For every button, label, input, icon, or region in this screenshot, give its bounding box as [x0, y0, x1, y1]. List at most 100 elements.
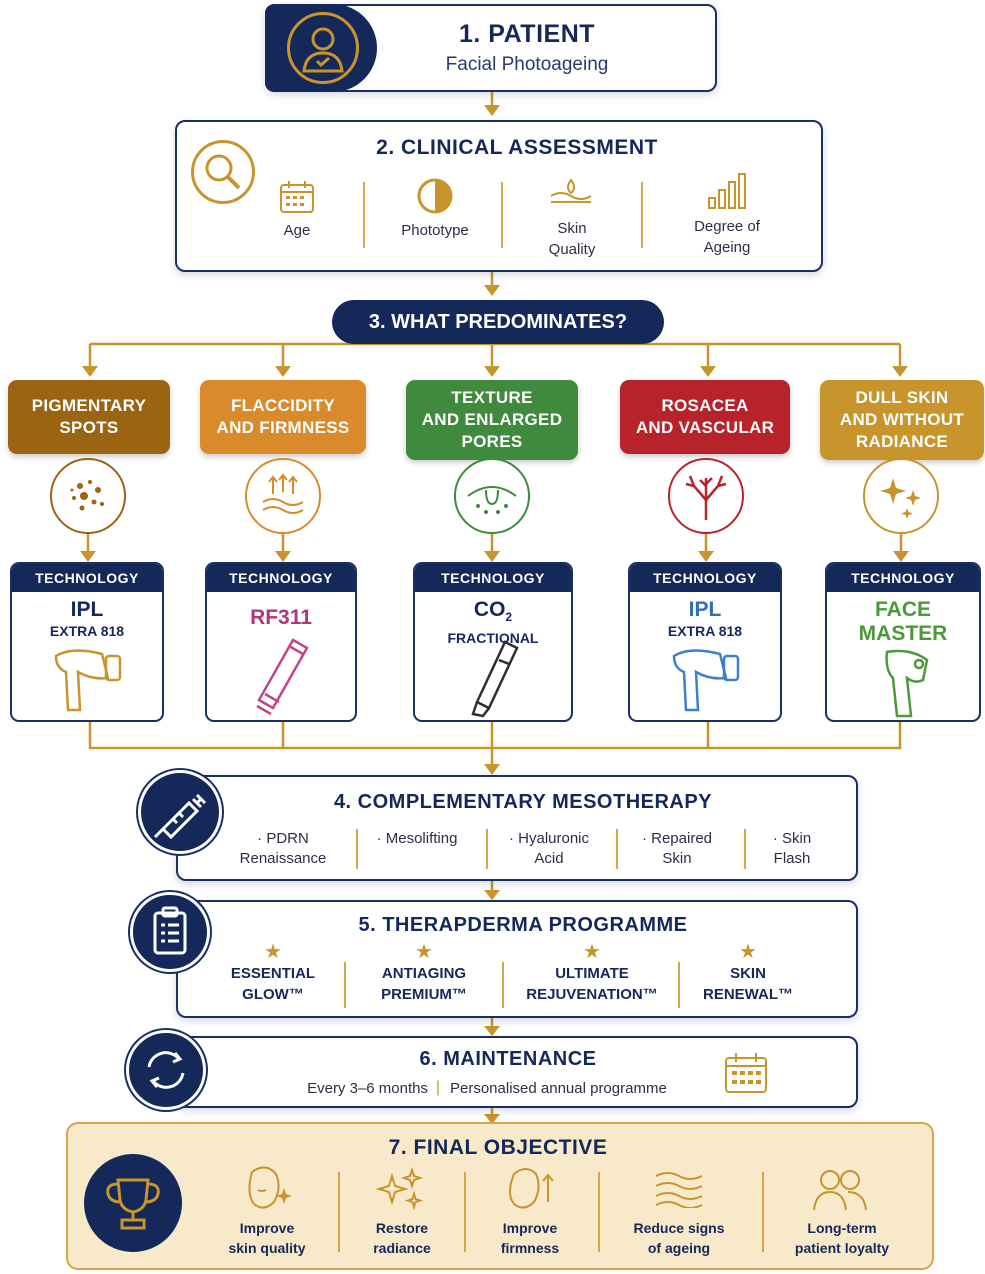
tech-sub: MASTER	[858, 622, 948, 645]
calendar-icon	[724, 1052, 768, 1099]
degree-line1: Degree of	[694, 218, 760, 235]
obj-line: Restore	[375, 1220, 429, 1236]
divider	[338, 1172, 340, 1252]
meso-line: · Skin	[772, 830, 812, 847]
tech-name: CO2	[415, 598, 571, 629]
skin-quality-label: Skin Quality	[527, 218, 617, 260]
prog-line: ULTIMATE	[555, 965, 629, 982]
cat-line: ROSACEA	[661, 396, 749, 415]
divider	[464, 1172, 466, 1252]
meso-item: · Mesolifting	[362, 829, 472, 849]
degree-line2: Ageing	[703, 239, 751, 256]
step1-patient-box: 1. PATIENT Facial Photoageing	[265, 4, 717, 92]
tech-co2: TECHNOLOGY CO2 FRACTIONAL	[413, 562, 573, 722]
cat-line: RADIANCE	[855, 432, 949, 451]
skin-quality-line2: Quality	[548, 241, 596, 258]
star-icon: ★	[415, 941, 433, 963]
tech-sub: EXTRA 818	[667, 623, 743, 639]
objective-item: Restore radiance	[352, 1218, 452, 1258]
step7-title: 7. FINAL OBJECTIVE	[388, 1136, 608, 1159]
tech-name: FACE	[874, 598, 931, 621]
divider	[356, 829, 358, 869]
cat-line: AND VASCULAR	[635, 418, 775, 437]
trophy-icon	[84, 1154, 182, 1252]
maintenance-separator: |	[435, 1079, 441, 1096]
pore-icon	[454, 458, 530, 534]
divider	[486, 829, 488, 869]
meso-line: Skin	[662, 850, 692, 867]
obj-line: radiance	[373, 1240, 431, 1256]
meso-line: Renaissance	[239, 850, 327, 867]
skin-quality-line1: Skin	[557, 220, 587, 237]
divider	[744, 829, 746, 869]
objective-item: Improve firmness	[478, 1218, 582, 1258]
obj-line: firmness	[500, 1240, 560, 1256]
obj-line: patient loyalty	[794, 1240, 890, 1256]
tech-name: IPL	[70, 598, 104, 621]
divider	[762, 1172, 764, 1252]
tech-rf311: TECHNOLOGY RF311	[205, 562, 357, 722]
obj-line: Improve	[239, 1220, 295, 1236]
phototype-label: Phototype	[401, 222, 469, 239]
co-text: CO	[473, 598, 506, 621]
cat-line: AND FIRMNESS	[216, 418, 350, 437]
prog-line: REJUVENATION™	[526, 986, 658, 1003]
cat-line: AND ENLARGED	[421, 410, 563, 429]
step3-pill: 3. WHAT PREDOMINATES?	[332, 300, 664, 344]
meso-line: Acid	[534, 850, 564, 867]
obj-line: Long-term	[807, 1220, 877, 1236]
magnifier-icon	[191, 140, 255, 204]
face-sparkle-icon	[238, 1164, 294, 1219]
star-icon: ★	[739, 941, 757, 963]
prog-line: RENEWAL™	[703, 986, 793, 1003]
star-icon: ★	[583, 941, 601, 963]
sparkles-icon	[375, 1166, 426, 1217]
step1-subtitle: Facial Photoageing	[445, 54, 609, 75]
waves-icon	[654, 1168, 704, 1213]
ipl-device-icon	[672, 649, 740, 712]
face-lift-icon	[502, 1164, 558, 1219]
divider	[598, 1172, 600, 1252]
meso-line: · Hyaluronic	[508, 830, 590, 847]
step2-title: 2. CLINICAL ASSESSMENT	[376, 136, 658, 159]
bars-icon	[707, 172, 747, 215]
meso-line: · Mesolifting	[376, 830, 458, 847]
divider	[344, 962, 346, 1008]
calendar-icon	[279, 180, 315, 219]
half-moon-icon	[415, 176, 455, 221]
step6-title: 6. MAINTENANCE	[419, 1048, 597, 1070]
divider	[501, 182, 503, 248]
tech-head: TECHNOLOGY	[12, 564, 162, 592]
meso-line: · Repaired	[641, 830, 713, 847]
step4-title: 4. COMPLEMENTARY MESOTHERAPY	[333, 791, 713, 813]
prog-line: ANTIAGING	[381, 965, 467, 982]
co2-device-icon	[471, 640, 519, 718]
sparkle-icon	[863, 458, 939, 534]
divider	[641, 182, 643, 248]
tech-ipl-vascular: TECHNOLOGY IPL EXTRA 818	[628, 562, 782, 722]
skin-layer-icon	[549, 176, 593, 211]
prog-line: GLOW™	[242, 986, 304, 1003]
obj-line: Improve	[502, 1220, 558, 1236]
clipboard-icon	[130, 892, 210, 972]
star-icon: ★	[264, 941, 282, 963]
maintenance-programme: Personalised annual programme	[450, 1080, 667, 1097]
divider	[502, 962, 504, 1008]
cat-line: TEXTURE	[451, 388, 533, 407]
obj-line: Reduce signs	[633, 1220, 725, 1236]
step6-maintenance-box: 6. MAINTENANCE Every 3–6 months | Person…	[176, 1036, 858, 1108]
refresh-icon	[126, 1030, 206, 1110]
tech-name: IPL	[688, 598, 722, 621]
